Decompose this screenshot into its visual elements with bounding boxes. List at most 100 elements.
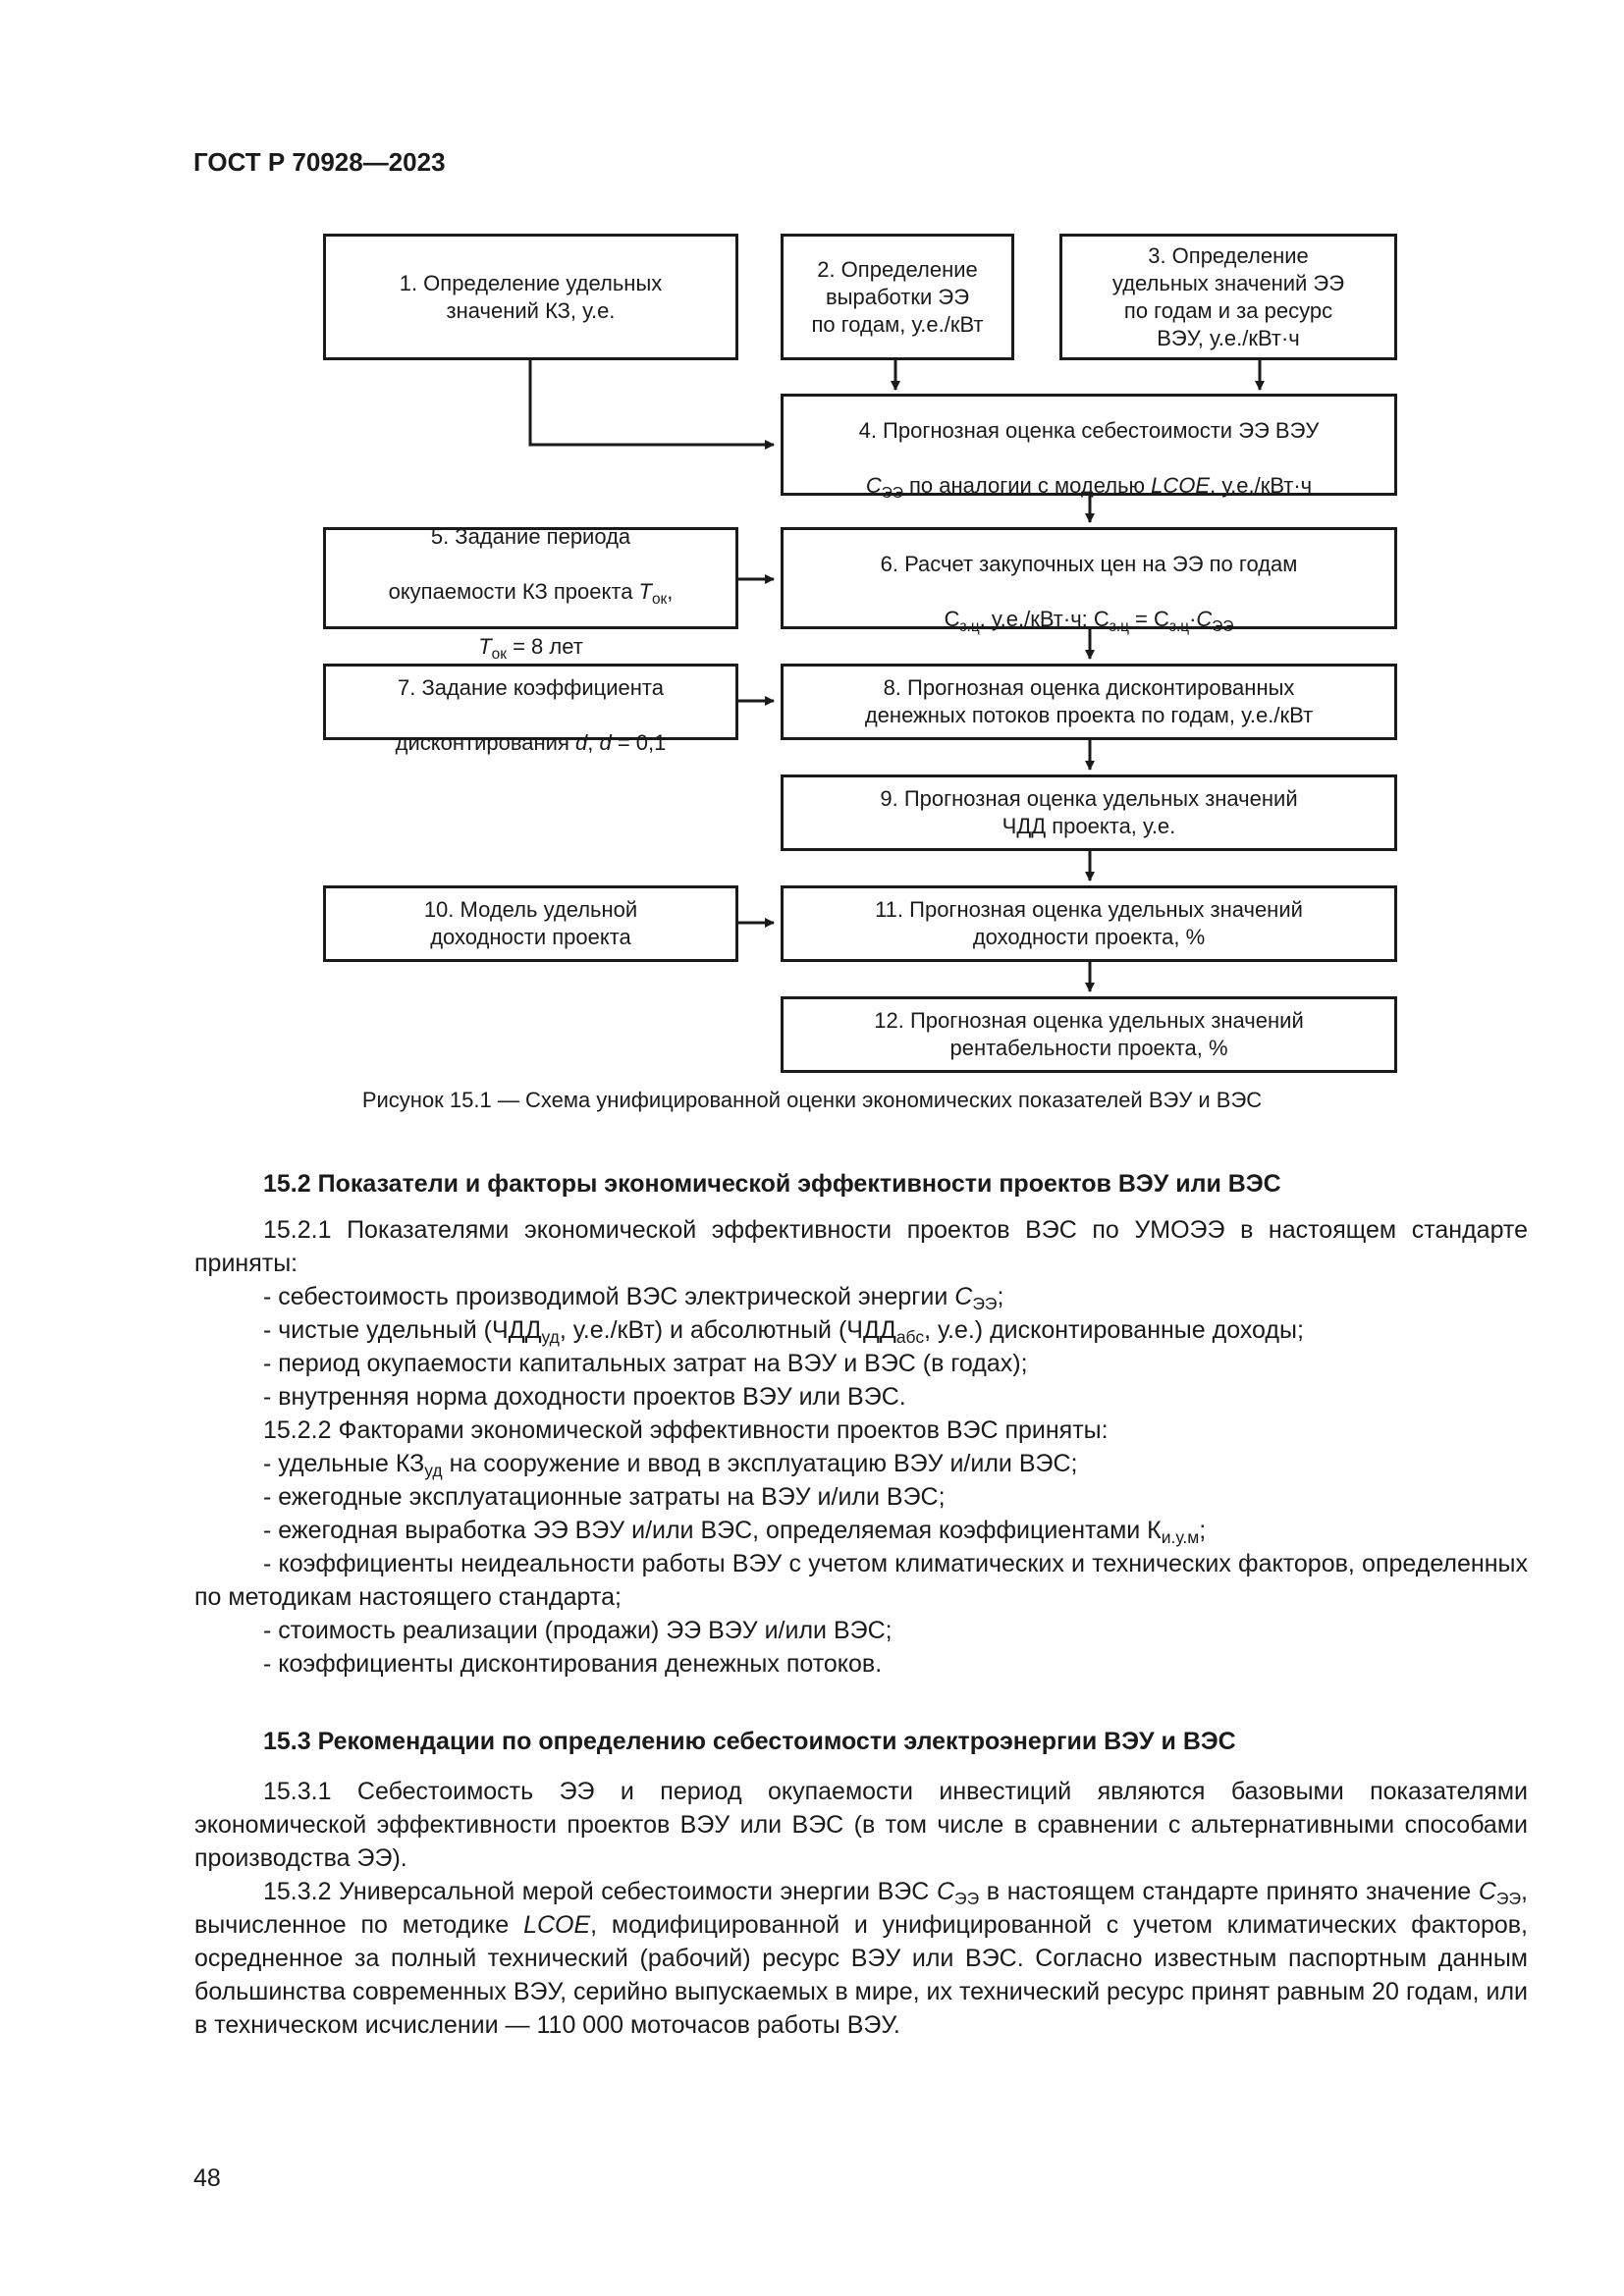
flow-box-7-sep: ,: [587, 730, 600, 755]
section-15-3-body: 15.3.1 Себестоимость ЭЭ и период окупаем…: [194, 1775, 1528, 2042]
flow-box-7-line1: 7. Задание коэффициента: [397, 675, 664, 700]
flow-box-3-text: 3. Определение удельных значений ЭЭ по г…: [1111, 242, 1345, 350]
flow-box-12: 12. Прогнозная оценка удельных значений …: [781, 996, 1397, 1073]
flow-box-7-line2: дисконтирования: [395, 730, 575, 755]
flow-box-5-text: 5. Задание периода окупаемости КЗ проект…: [388, 496, 674, 663]
section-15-3-title: 15.3 Рекомендации по определению себесто…: [263, 1728, 1236, 1755]
flow-box-12-text: 12. Прогнозная оценка удельных значений …: [874, 1008, 1304, 1060]
flow-box-4: 4. Прогнозная оценка себестоимости ЭЭ ВЭ…: [781, 394, 1397, 501]
flow-box-4-line1: 4. Прогнозная оценка себестоимости ЭЭ ВЭ…: [858, 418, 1320, 443]
flow-box-6-line1: 6. Расчет закупочных цен на ЭЭ по годам: [880, 552, 1298, 576]
flow-box-4-model: LCOE: [1151, 473, 1211, 498]
flow-box-2-text: 2. Определение выработки ЭЭ по годам, у.…: [811, 256, 984, 337]
para-15-3-2-symbol: С: [936, 1878, 955, 1905]
flowchart-connectors: [528, 358, 1265, 992]
flow-box-4-symbol: С: [865, 473, 882, 498]
flow-box-6-c: С: [944, 607, 960, 631]
flow-box-5-line2-end: ,: [667, 579, 674, 604]
list-item-opex: - ежегодные эксплуатационные затраты на …: [263, 1483, 946, 1511]
list-item-cost-text: - себестоимость производимой ВЭС электри…: [263, 1283, 955, 1310]
flow-box-4-text: 4. Прогнозная оценка себестоимости ЭЭ ВЭ…: [858, 390, 1320, 502]
flow-box-6-cee-sub: ЭЭ: [1212, 618, 1234, 635]
para-15-3-2-a: 15.3.2 Универсальной мерой себестоимости…: [263, 1878, 937, 1905]
page-number: 48: [193, 2164, 221, 2192]
list-item-cost-end: ;: [997, 1283, 1004, 1310]
flow-box-6-text: 6. Расчет закупочных цен на ЭЭ по годам …: [880, 523, 1298, 635]
list-item-capex-a: - удельные КЗ: [263, 1450, 425, 1477]
para-15-3-2-sub: ЭЭ: [954, 1889, 980, 1908]
list-item-cost: - себестоимость производимой ВЭС электри…: [194, 1280, 1528, 1313]
flow-box-1-text: 1. Определение удельных значений КЗ, у.е…: [399, 270, 663, 323]
flow-box-11: 11. Прогнозная оценка удельных значений …: [781, 885, 1397, 962]
list-item-output-a: - ежегодная выработка ЭЭ ВЭУ и/или ВЭС, …: [263, 1517, 1162, 1544]
flow-box-7-d: d: [574, 730, 588, 755]
flow-box-6-eq: = С: [1128, 607, 1169, 631]
flow-box-6-dot: ·: [1189, 607, 1197, 631]
flow-box-6-c-sub: з.ц: [959, 618, 980, 635]
list-item-discount: - коэффициенты дисконтирования денежных …: [263, 1650, 883, 1678]
flow-box-6-c-sub3: з.ц: [1168, 618, 1190, 635]
flow-box-6-c-sub2: з.ц: [1109, 618, 1129, 635]
doc-header: ГОСТ Р 70928—2023: [193, 147, 446, 177]
flow-box-6: 6. Расчет закупочных цен на ЭЭ по годам …: [781, 527, 1397, 634]
list-item-output: - ежегодная выработка ЭЭ ВЭУ и/или ВЭС, …: [194, 1514, 1528, 1547]
para-15-3-2: 15.3.2 Универсальной мерой себестоимости…: [194, 1875, 1528, 2042]
flow-box-6-cee: С: [1196, 607, 1213, 631]
list-item-irr: - внутренняя норма доходности проектов В…: [263, 1383, 906, 1411]
list-item-capex: - удельные КЗуд на сооружение и ввод в э…: [194, 1447, 1528, 1480]
flow-box-9-text: 9. Прогнозная оценка удельных значений Ч…: [880, 786, 1298, 838]
list-item-npv-sub1: уд: [541, 1327, 560, 1347]
flow-box-3: 3. Определение удельных значений ЭЭ по г…: [1059, 234, 1397, 360]
para-15-2-2: 15.2.2 Факторами экономической эффективн…: [263, 1416, 1109, 1444]
flow-box-5-t-sub: ок: [652, 591, 668, 608]
para-15-3-1: 15.3.1 Себестоимость ЭЭ и период окупаем…: [194, 1778, 1528, 1872]
list-item-npv-sub2: абс: [895, 1327, 925, 1347]
list-item-payback: - период окупаемости капитальных затрат …: [263, 1350, 1028, 1377]
list-item-nonideality: - коэффициенты неидеальности работы ВЭУ …: [194, 1550, 1528, 1611]
para-15-3-2-c: , вычисленное по методике: [194, 1878, 1528, 1939]
flow-box-5-line1: 5. Задание периода: [430, 524, 631, 549]
flow-box-1: 1. Определение удельных значений КЗ, у.е…: [323, 234, 738, 360]
flow-box-7: 7. Задание коэффициента дисконтирования …: [323, 664, 738, 755]
list-item-output-b: ;: [1199, 1517, 1207, 1544]
flow-box-8: 8. Прогнозная оценка дисконтированных де…: [781, 664, 1397, 740]
list-item-capex-b: на сооружение и ввод в эксплуатацию ВЭУ …: [442, 1450, 1078, 1477]
para-15-3-2-b: в настоящем стандарте принято значение: [979, 1878, 1479, 1905]
flow-box-5-line3-end: = 8 лет: [506, 634, 583, 659]
flow-box-4-mid: по аналогии с моделью: [902, 473, 1152, 498]
arrow-1-to-4: [528, 358, 775, 450]
flow-box-4-symbol-sub: ЭЭ: [881, 485, 903, 502]
flow-box-7-val: = 0,1: [611, 730, 667, 755]
flow-box-5-t: Т: [638, 579, 652, 604]
list-item-npv-a: - чистые удельный (ЧДД: [263, 1316, 542, 1344]
flow-box-10-text: 10. Модель удельной доходности проекта: [423, 897, 638, 949]
para-15-2-1: 15.2.1 Показателями экономической эффект…: [194, 1216, 1528, 1277]
flow-box-5-t2: Т: [478, 634, 492, 659]
para-15-3-2-model: LCOE: [523, 1911, 591, 1939]
list-item-npv-b: , у.е./кВт) и абсолютный (ЧДД: [559, 1316, 896, 1344]
list-item-cost-symbol: С: [954, 1283, 973, 1310]
flow-box-10: 10. Модель удельной доходности проекта: [323, 885, 738, 962]
flow-box-5: 5. Задание периода окупаемости КЗ проект…: [323, 524, 738, 662]
section-15-2-body: 15.2.1 Показателями экономической эффект…: [194, 1213, 1528, 1681]
list-item-capex-sub: уд: [424, 1461, 443, 1480]
figure-caption: Рисунок 15.1 — Схема унифицированной оце…: [361, 1088, 1263, 1112]
para-15-3-2-symbol2: С: [1478, 1878, 1496, 1905]
flow-box-7-d2: d: [599, 730, 612, 755]
flow-box-11-text: 11. Прогнозная оценка удельных значений …: [875, 897, 1303, 949]
list-item-cost-sub: ЭЭ: [972, 1294, 998, 1313]
para-15-3-2-sub2: ЭЭ: [1495, 1889, 1522, 1908]
flow-box-9: 9. Прогнозная оценка удельных значений Ч…: [781, 774, 1397, 851]
flow-box-2: 2. Определение выработки ЭЭ по годам, у.…: [781, 234, 1014, 360]
flow-box-5-line2: окупаемости КЗ проекта: [388, 579, 639, 604]
para-15-3-2-d: , модифицированной и унифицированной с у…: [194, 1911, 1529, 2039]
list-item-npv: - чистые удельный (ЧДДуд, у.е./кВт) и аб…: [194, 1313, 1528, 1347]
flow-box-8-text: 8. Прогнозная оценка дисконтированных де…: [864, 675, 1314, 727]
flow-box-5-t2-sub: ок: [491, 646, 507, 663]
list-item-sale-price: - стоимость реализации (продажи) ЭЭ ВЭУ …: [263, 1617, 893, 1644]
list-item-npv-c: , у.е.) дисконтированные доходы;: [924, 1316, 1304, 1344]
flow-box-4-end: , у.е./кВт·ч: [1210, 473, 1313, 498]
list-item-output-sub: и.у.м: [1161, 1527, 1200, 1547]
section-15-2-title: 15.2 Показатели и факторы экономической …: [263, 1170, 1281, 1198]
flow-box-7-text: 7. Задание коэффициента дисконтирования …: [396, 647, 667, 757]
